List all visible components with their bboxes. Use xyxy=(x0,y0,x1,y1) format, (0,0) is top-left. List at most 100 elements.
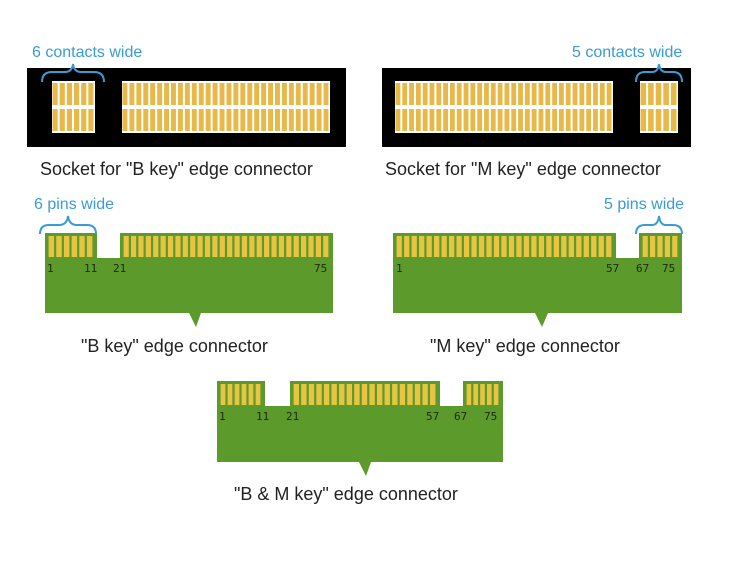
socket-contact xyxy=(247,83,253,105)
socket-contact xyxy=(415,109,421,131)
gold-finger-pin xyxy=(478,236,485,257)
socket-contact xyxy=(572,109,578,131)
socket-contact xyxy=(288,109,294,131)
socket-contact xyxy=(66,109,72,131)
gold-finger-pin xyxy=(48,236,55,257)
socket-contact xyxy=(198,83,204,105)
gold-finger-pin xyxy=(441,236,447,257)
socket-contact xyxy=(184,109,190,131)
socket-contact xyxy=(559,83,564,105)
socket-contact xyxy=(171,83,176,105)
gold-finger-pin xyxy=(175,236,181,257)
socket-contact xyxy=(212,83,218,105)
socket-contact xyxy=(531,109,537,131)
socket-contact xyxy=(670,83,677,105)
m-key-socket: 5 contacts wide Socket for "M key" edge … xyxy=(382,44,691,179)
gold-finger-pin xyxy=(411,236,417,257)
socket-contact xyxy=(164,83,170,105)
gold-finger-pin xyxy=(323,384,330,405)
socket-contact xyxy=(599,83,605,105)
gold-finger-pin xyxy=(256,236,262,257)
socket-contact xyxy=(191,83,197,105)
socket-contact xyxy=(606,83,612,105)
gold-finger-pin xyxy=(487,384,492,405)
socket-contact xyxy=(663,83,669,105)
socket-contact xyxy=(409,83,414,105)
gold-finger-pin xyxy=(315,236,321,257)
gold-finger-pin xyxy=(434,236,440,257)
m-key-edge-connector: 5 pins wide 1 57 67 75 "M key" edge conn… xyxy=(393,196,684,356)
gold-finger-pin xyxy=(293,236,299,257)
socket-contact xyxy=(586,109,592,131)
socket-contact xyxy=(150,83,156,105)
socket-contact xyxy=(157,109,163,131)
gold-finger-pin xyxy=(346,384,353,405)
socket-contact xyxy=(531,83,537,105)
socket-contact xyxy=(157,83,163,105)
socket-contact xyxy=(640,109,647,131)
socket-contact xyxy=(74,109,80,131)
socket-contact xyxy=(450,109,455,131)
b-key-socket: 6 contacts wide Socket for "B key" edge … xyxy=(27,44,346,179)
gold-finger-pin xyxy=(531,236,537,257)
pin-label: 75 xyxy=(314,262,327,275)
socket-contact xyxy=(219,109,225,131)
socket-contact xyxy=(205,109,211,131)
socket-caption: Socket for "B key" edge connector xyxy=(40,159,313,179)
gold-finger-pin xyxy=(657,236,663,257)
board-caption: "B key" edge connector xyxy=(81,336,268,356)
socket-contact xyxy=(288,83,294,105)
gold-finger-pin xyxy=(204,236,211,257)
socket-contact xyxy=(309,109,315,131)
socket-contact xyxy=(450,83,455,105)
socket-contact xyxy=(456,83,462,105)
pin-label: 57 xyxy=(426,410,439,423)
gold-finger-pin xyxy=(369,384,375,405)
socket-contact xyxy=(586,83,592,105)
socket-contact xyxy=(88,109,94,131)
gold-finger-pin xyxy=(79,236,85,257)
socket-contact xyxy=(538,109,544,131)
gold-finger-pin xyxy=(486,236,492,257)
pin-label: 75 xyxy=(484,410,497,423)
gold-fingers xyxy=(48,236,93,257)
socket-contact xyxy=(316,109,322,131)
socket-contact xyxy=(281,109,287,131)
gold-finger-pin xyxy=(323,236,329,257)
gold-finger-pin xyxy=(583,236,589,257)
socket-contact xyxy=(205,83,211,105)
brace-icon xyxy=(41,63,105,83)
board-caption: "B & M key" edge connector xyxy=(234,484,458,504)
gold-finger-pin xyxy=(219,236,225,257)
gold-finger-pin xyxy=(249,236,255,257)
socket-contact xyxy=(443,83,448,105)
gold-finger-pin xyxy=(197,236,203,257)
gold-finger-pin xyxy=(463,236,470,257)
pin-label: 1 xyxy=(47,262,54,275)
gold-finger-pin xyxy=(167,236,174,257)
socket-contact xyxy=(81,83,87,105)
gold-finger-pin xyxy=(271,236,277,257)
gold-finger-pin xyxy=(123,236,129,257)
gold-finger-pin xyxy=(354,384,360,405)
gold-finger-pin xyxy=(399,384,406,405)
socket-contact xyxy=(122,83,128,105)
gold-finger-pin xyxy=(63,236,70,257)
gold-finger-pin xyxy=(293,384,299,405)
gold-finger-pin xyxy=(361,384,368,405)
gold-finger-pin xyxy=(642,236,648,257)
socket-contact xyxy=(490,109,496,131)
socket-contact xyxy=(295,83,301,105)
gold-finger-pin xyxy=(56,236,62,257)
socket-caption: Socket for "M key" edge connector xyxy=(385,159,661,179)
socket-contact xyxy=(164,109,170,131)
gold-finger-pin xyxy=(138,236,144,257)
gold-fingers xyxy=(642,236,678,257)
socket-contact xyxy=(323,83,329,105)
gold-finger-pin xyxy=(234,384,240,405)
gold-finger-pin xyxy=(308,384,315,405)
socket-annotation: 5 contacts wide xyxy=(572,44,682,61)
gold-fingers xyxy=(466,384,499,405)
pin-label: 1 xyxy=(219,410,226,423)
socket-contact xyxy=(606,109,612,131)
